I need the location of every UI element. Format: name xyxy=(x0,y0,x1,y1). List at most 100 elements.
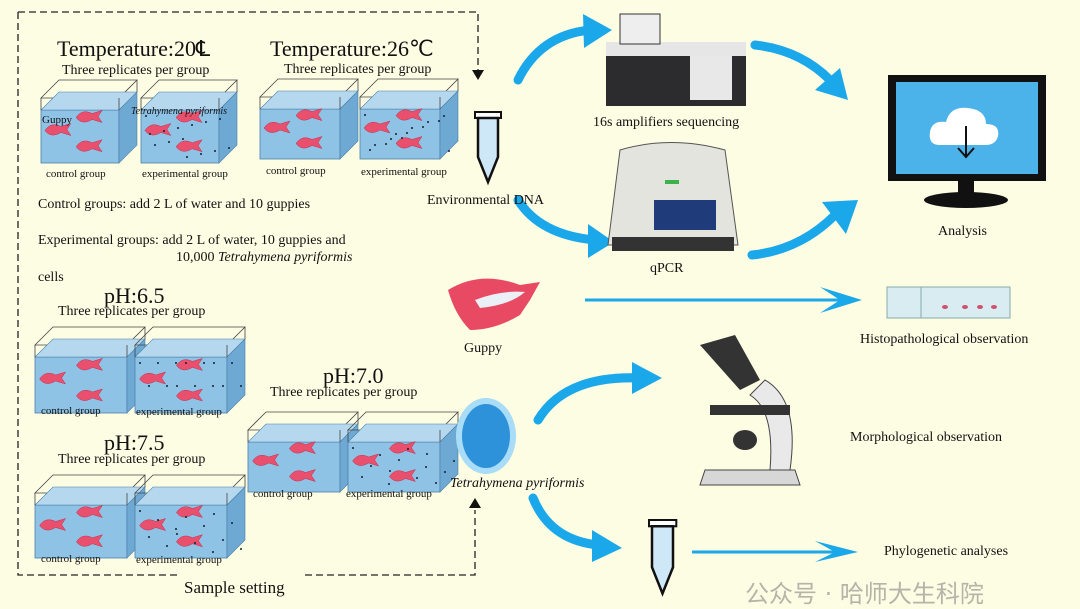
tissue-sample xyxy=(962,305,968,309)
tetrahymena-dot xyxy=(185,362,187,364)
sample-setting-border xyxy=(17,11,479,576)
experimental-note-line2: 10,000 Tetrahymena pyriformis xyxy=(176,250,352,266)
morph-label: Morphological observation xyxy=(850,430,1003,445)
tank-side xyxy=(226,338,246,414)
guppy-fish-icon xyxy=(175,110,203,123)
tetrahymena-dot xyxy=(175,528,177,530)
guppy-fish-icon xyxy=(352,453,380,467)
guppy-fish-icon xyxy=(252,453,280,467)
qpcr-label: qPCR xyxy=(650,261,684,276)
arrow-to-microscope-head xyxy=(632,362,662,394)
tetrahymena-illustration-icon xyxy=(456,398,516,474)
tetrahymena-dot xyxy=(388,483,390,485)
tetrahymena-dot xyxy=(139,362,141,364)
tetrahymena-dot xyxy=(203,525,205,527)
group-title-ph75: pH:7.5 xyxy=(104,430,165,455)
tetrahymena-dot xyxy=(438,120,440,122)
group-title-temp26: Temperature:26℃ xyxy=(270,36,434,61)
control-label: control group xyxy=(46,168,106,180)
arrow-seq-to-analysis-head xyxy=(815,68,848,100)
qpcr-light xyxy=(665,180,679,184)
microscope-arm xyxy=(749,379,793,471)
tetrahymena-dot xyxy=(166,545,168,547)
guppy-fish-icon xyxy=(139,371,167,385)
tetrahymena-label: Tetrahymena pyriformis xyxy=(450,476,585,491)
dashed-arrowhead-down xyxy=(472,70,484,80)
control-tank xyxy=(247,411,359,493)
edna-label: Environmental DNA xyxy=(427,193,545,208)
sequencer-panel xyxy=(690,56,732,100)
sequencer-icon xyxy=(606,13,746,106)
tetrahymena-dot xyxy=(205,121,207,123)
tetrahymena-dot xyxy=(443,115,445,117)
control-label: control group xyxy=(266,165,326,177)
tank-glass xyxy=(347,412,459,442)
tetrahymena-dot xyxy=(176,385,178,387)
tetrahymena-dot xyxy=(401,137,403,139)
cloud-download-icon xyxy=(929,107,999,145)
qpcr-base xyxy=(612,237,734,251)
water-surface xyxy=(247,423,359,443)
experimental-label: experimental group xyxy=(142,168,228,180)
tank-side xyxy=(339,90,359,160)
tetrahymena-dot xyxy=(222,385,224,387)
group-subtitle: Three replicates per group xyxy=(284,62,432,77)
tank-glass xyxy=(34,327,146,357)
tank-glass xyxy=(34,475,146,505)
tank-glass xyxy=(40,80,138,110)
tetrahymena-dot xyxy=(370,465,372,467)
tetrahymena-dot xyxy=(186,156,188,158)
control-label: control group xyxy=(41,405,101,417)
tank-side xyxy=(118,91,138,164)
experimental-label: experimental group xyxy=(136,406,222,418)
tetrahymena-dot xyxy=(185,516,187,518)
tank-glass xyxy=(259,79,359,109)
control-tank xyxy=(34,474,146,559)
tetrahymena-dot xyxy=(163,130,165,132)
water-surface xyxy=(134,338,246,358)
guppy-fish-icon xyxy=(176,357,203,371)
arrow-qpcr-to-analysis-head xyxy=(822,200,858,234)
tetrahymena-dot xyxy=(453,460,455,462)
tetrahymena-dot xyxy=(364,114,366,116)
experimental-tank xyxy=(140,79,238,164)
microscope-eyepiece xyxy=(700,335,760,390)
tetrahymena-dot xyxy=(425,466,427,468)
monitor-neck xyxy=(958,181,974,195)
tetrahymena-dot xyxy=(166,385,168,387)
phylo-label: Phylogenetic analyses xyxy=(884,544,1009,559)
arrow-to-phylo-head xyxy=(815,541,858,562)
tetrahymena-dot xyxy=(194,542,196,544)
monitor-base xyxy=(924,192,1008,208)
arrow-to-tube xyxy=(528,493,603,550)
guppy-fish-icon xyxy=(39,518,67,531)
tetrahymena-dot xyxy=(203,362,205,364)
tank-glass xyxy=(134,327,246,357)
guppy-fish-icon xyxy=(289,441,316,455)
tank-glass xyxy=(134,475,246,505)
tetrahymena-cell xyxy=(462,404,510,468)
arrow-qpcr-to-analysis xyxy=(747,210,840,260)
tetrahymena-dot xyxy=(176,533,178,535)
experimental-label: experimental group xyxy=(361,166,447,178)
guppy-fish-icon xyxy=(176,388,203,402)
tank-side xyxy=(226,486,246,559)
arrow-to-sequencing xyxy=(513,25,595,85)
tetrahymena-dot xyxy=(435,482,437,484)
group-subtitle: Three replicates per group xyxy=(270,385,418,400)
watermark: 公众号 · 哈师大生科院 xyxy=(745,580,984,608)
tetrahymena-dot xyxy=(422,126,424,128)
tetrahymena-dot xyxy=(219,118,221,120)
control-label: control group xyxy=(41,553,101,565)
control-tank xyxy=(259,78,359,160)
water-surface xyxy=(347,423,459,443)
sequencing-label: 16s amplifiers sequencing xyxy=(593,115,740,130)
guppy-fish-icon xyxy=(295,136,323,149)
group-title-ph70: pH:7.0 xyxy=(323,363,384,388)
guppy-fish-icon xyxy=(295,108,323,122)
tetrahymena-dot xyxy=(406,132,408,134)
water-surface xyxy=(134,486,246,506)
tetrahymena-dot xyxy=(194,385,196,387)
water-surface xyxy=(34,338,146,358)
